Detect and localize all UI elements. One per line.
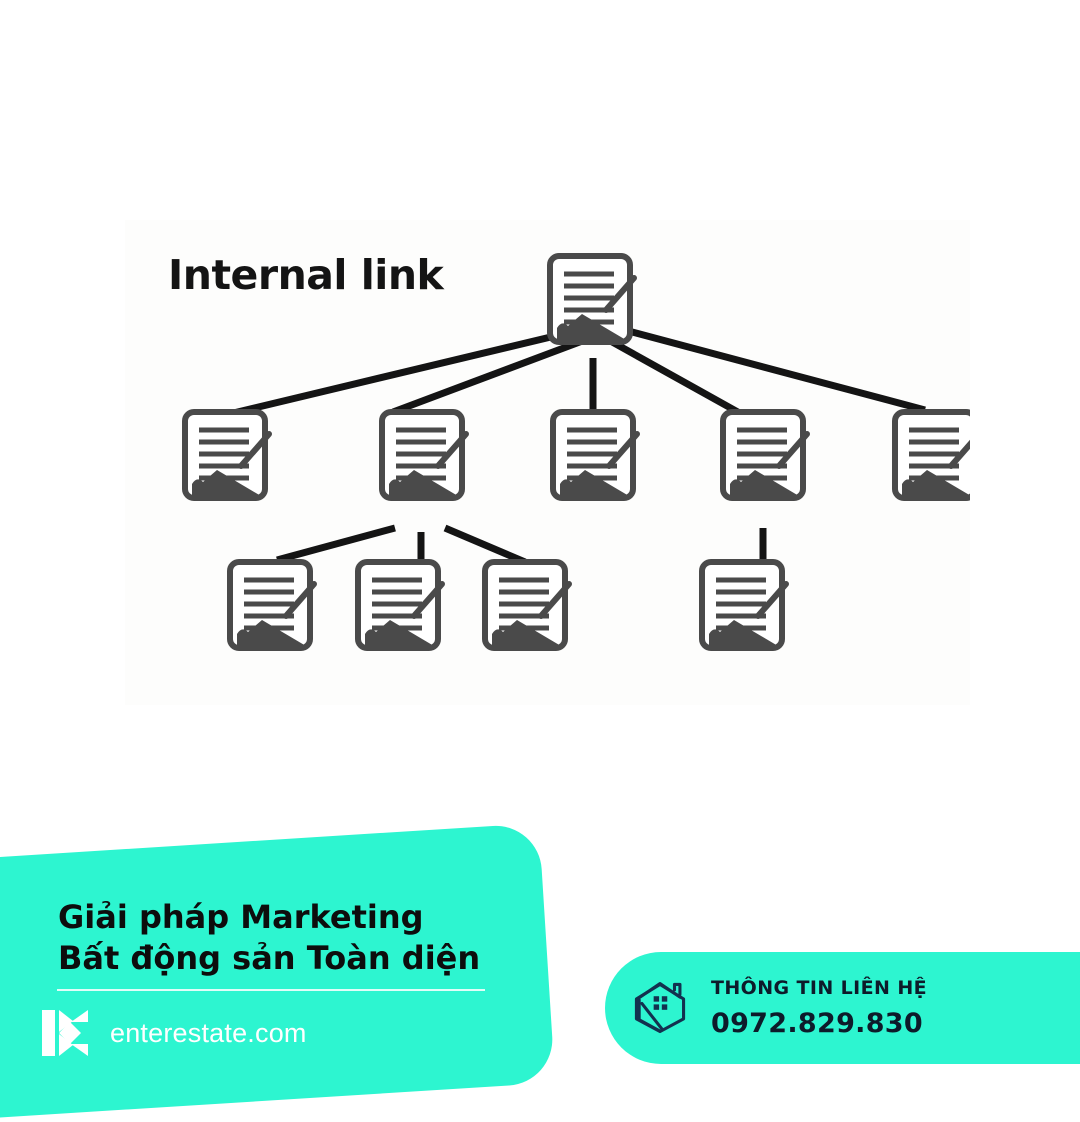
document-with-pen-icon[interactable] bbox=[230, 562, 314, 648]
diagram-nodes bbox=[185, 256, 970, 648]
brand-divider bbox=[57, 989, 485, 991]
brand-headline: Giải pháp Marketing Bất động sản Toàn di… bbox=[58, 897, 528, 979]
document-with-pen-icon[interactable] bbox=[485, 562, 569, 648]
edge-root-n2-2 bbox=[391, 336, 587, 416]
edge-n2-2-n3-3 bbox=[443, 524, 527, 566]
document-with-pen-icon[interactable] bbox=[550, 256, 634, 342]
edge-root-n2-4 bbox=[603, 334, 747, 420]
diagram-title: Internal link bbox=[168, 251, 444, 299]
edge-n2-2-n3-1 bbox=[276, 524, 396, 564]
contact-phone-number[interactable]: 0972.829.830 bbox=[711, 1008, 923, 1039]
document-with-pen-icon[interactable] bbox=[185, 412, 269, 498]
brand-headline-line-2: Bất động sản Toàn diện bbox=[58, 938, 481, 977]
document-with-pen-icon[interactable] bbox=[702, 562, 786, 648]
brand-headline-line-1: Giải pháp Marketing bbox=[58, 898, 424, 936]
document-with-pen-icon[interactable] bbox=[382, 412, 466, 498]
edge-root-n2-5 bbox=[616, 324, 926, 414]
edge-root-n2-1 bbox=[224, 326, 581, 419]
document-with-pen-icon[interactable] bbox=[358, 562, 442, 648]
contact-label: THÔNG TIN LIÊN HỆ bbox=[711, 977, 928, 999]
diagram-edges bbox=[224, 324, 926, 566]
document-with-pen-icon[interactable] bbox=[553, 412, 637, 498]
document-with-pen-icon[interactable] bbox=[895, 412, 970, 498]
contact-text-block: THÔNG TIN LIÊN HỆ 0972.829.830 bbox=[711, 977, 927, 1039]
contact-panel[interactable]: THÔNG TIN LIÊN HỆ 0972.829.830 bbox=[605, 952, 1080, 1064]
internal-link-diagram-panel: Internal link bbox=[125, 220, 970, 705]
brand-website[interactable]: enterestate.com bbox=[110, 1017, 307, 1048]
brand-banner: Giải pháp Marketing Bất động sản Toàn di… bbox=[0, 862, 540, 1080]
brand-logo-row[interactable]: enterestate.com bbox=[42, 1010, 307, 1056]
diagram-graphic bbox=[125, 220, 970, 705]
house-icon bbox=[634, 981, 686, 1034]
enterestate-logo-icon bbox=[42, 1010, 88, 1056]
document-with-pen-icon[interactable] bbox=[723, 412, 807, 498]
